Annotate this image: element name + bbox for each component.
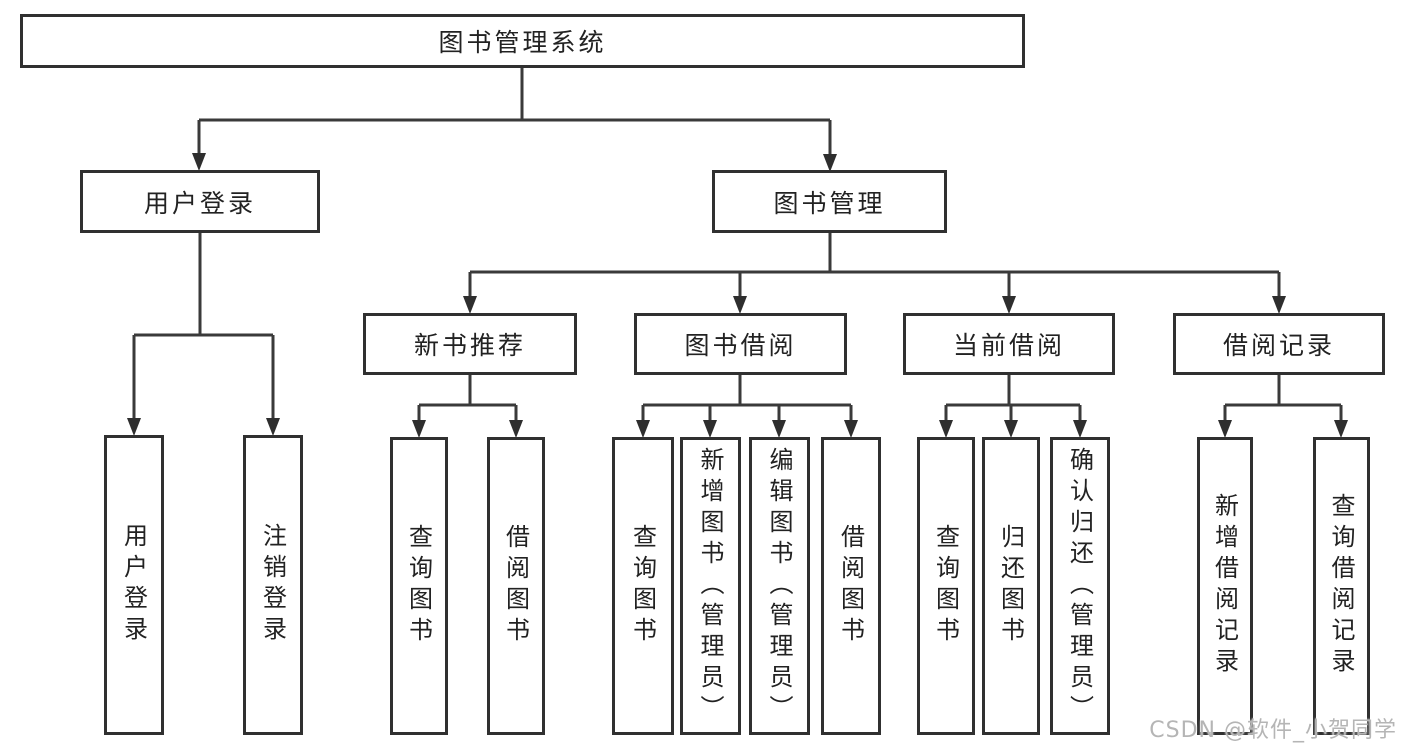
leaf-bb-query-books: 查询图书 bbox=[612, 437, 674, 735]
leaf-bb-borrow-books: 借阅图书 bbox=[821, 437, 881, 735]
arrowhead bbox=[733, 296, 747, 314]
arrowhead bbox=[1073, 420, 1087, 438]
arrowhead bbox=[772, 420, 786, 438]
arrowhead bbox=[844, 420, 858, 438]
leaf-bb-edit-books: 编辑图书（管理员） bbox=[749, 437, 810, 735]
node-borrow-records: 借阅记录 bbox=[1173, 313, 1385, 375]
leaf-bb-add-books: 新增图书（管理员） bbox=[680, 437, 741, 735]
leaf-nbr-query-books: 查询图书 bbox=[390, 437, 448, 735]
leaf-nbr-borrow-books: 借阅图书 bbox=[487, 437, 545, 735]
leaf-cb-confirm-return: 确认归还（管理员） bbox=[1050, 437, 1110, 735]
arrowhead bbox=[509, 420, 523, 438]
node-current-borrow: 当前借阅 bbox=[903, 313, 1115, 375]
arrowhead bbox=[939, 420, 953, 438]
arrowhead bbox=[823, 154, 837, 172]
leaf-cb-query-books: 查询图书 bbox=[917, 437, 975, 735]
arrowhead bbox=[1002, 296, 1016, 314]
arrowhead bbox=[127, 418, 141, 436]
node-book-management: 图书管理 bbox=[712, 170, 947, 233]
node-library-system: 图书管理系统 bbox=[20, 14, 1025, 68]
node-user-login: 用户登录 bbox=[80, 170, 320, 233]
arrowhead bbox=[463, 296, 477, 314]
leaf-br-add-record: 新增借阅记录 bbox=[1197, 437, 1253, 735]
node-new-book-recommend: 新书推荐 bbox=[363, 313, 577, 375]
arrowhead bbox=[1004, 420, 1018, 438]
arrowhead bbox=[412, 420, 426, 438]
arrowhead bbox=[703, 420, 717, 438]
arrowhead bbox=[1218, 420, 1232, 438]
arrowhead bbox=[1334, 420, 1348, 438]
arrowhead bbox=[266, 418, 280, 436]
leaf-br-query-record: 查询借阅记录 bbox=[1313, 437, 1370, 735]
csdn-watermark: CSDN @软件_小贺同学 bbox=[1149, 718, 1397, 743]
node-book-borrow: 图书借阅 bbox=[634, 313, 847, 375]
arrowhead bbox=[1272, 296, 1286, 314]
arrowhead bbox=[636, 420, 650, 438]
leaf-ul-user-login: 用户登录 bbox=[104, 435, 164, 735]
arrowhead bbox=[192, 153, 206, 171]
leaf-cb-return-books: 归还图书 bbox=[982, 437, 1040, 735]
leaf-ul-logout: 注销登录 bbox=[243, 435, 303, 735]
